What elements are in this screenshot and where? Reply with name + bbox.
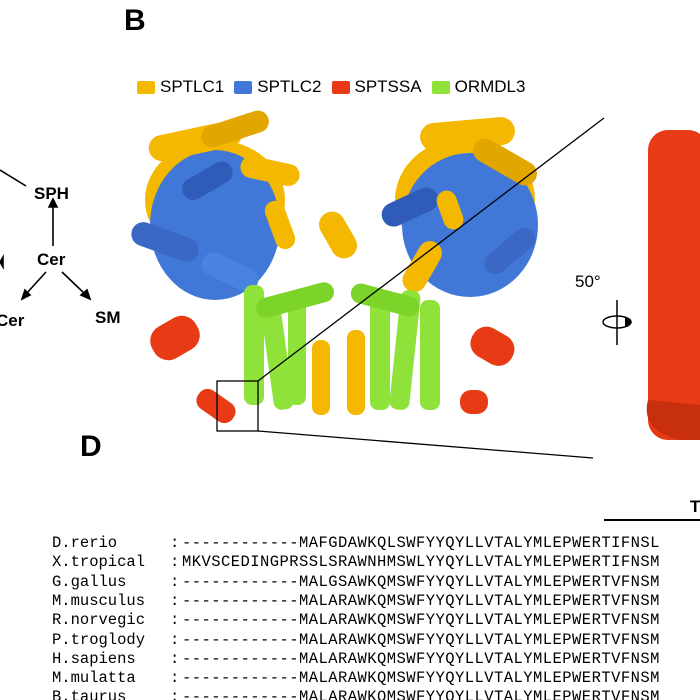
species-name: D.rerio bbox=[52, 534, 118, 552]
sptssa-zoom-helix bbox=[646, 400, 700, 440]
legend-swatch bbox=[137, 80, 155, 94]
species-name: M.musculus bbox=[52, 591, 146, 610]
ormdl3-helix bbox=[256, 282, 334, 318]
legend-item-sptlc2: SPTLC2 bbox=[234, 77, 322, 97]
species-name: H.sapiens bbox=[52, 649, 136, 668]
separator: : bbox=[170, 611, 180, 630]
panel-label-d: D bbox=[80, 430, 102, 463]
sequence-alignment: D.rerio:------------MAFGDAWKQLSWFYYQYLLV… bbox=[0, 525, 700, 700]
sequence: ------------MALARAWKQMSWFYYQYLLVTALYMLEP… bbox=[182, 630, 660, 649]
sequence: ------------MALARAWKQMSWFYYQYLLVTALYMLEP… bbox=[182, 688, 660, 700]
sequence: ------------MALARAWKQMSWFYYQYLLVTALYMLEP… bbox=[182, 669, 660, 688]
rotation-icon bbox=[602, 300, 632, 345]
ormdl3-helix bbox=[350, 283, 420, 317]
sptlc2-helix bbox=[131, 222, 199, 262]
species-name: X.tropical bbox=[52, 553, 146, 572]
pathway-label-sph: SPH bbox=[34, 184, 69, 203]
pathway-label-cer-partial: Cer bbox=[0, 311, 25, 330]
legend-label: SPTLC2 bbox=[257, 77, 322, 96]
separator: : bbox=[170, 553, 180, 572]
sptlc1-helix bbox=[201, 110, 269, 148]
sptlc1-linker bbox=[319, 211, 357, 259]
sptssa-helix bbox=[470, 326, 515, 366]
ormdl3-helix bbox=[420, 300, 440, 410]
sptlc1-tm-helix bbox=[312, 340, 330, 415]
separator: : bbox=[170, 630, 180, 649]
rotation-angle: 50° bbox=[575, 272, 601, 291]
legend-swatch bbox=[234, 80, 253, 94]
sequence: ------------MALARAWKQMSWFYYQYLLVTALYMLEP… bbox=[182, 649, 660, 668]
legend-label: ORMDL3 bbox=[454, 77, 526, 96]
tm-region-label: T bbox=[690, 497, 700, 516]
legend-label: SPTSSA bbox=[354, 77, 422, 96]
sptlc2-helix bbox=[201, 252, 259, 292]
sptlc1-helix bbox=[264, 200, 296, 250]
legend-swatch bbox=[331, 80, 350, 94]
arrowhead-sm bbox=[79, 288, 92, 301]
sptlc1-helix bbox=[402, 241, 442, 292]
sptssa-zoom-helix bbox=[648, 130, 700, 440]
legend: SPTLC1 SPTLC2 SPTSSA ORMDL3 bbox=[137, 77, 535, 97]
species-name: G.gallus bbox=[52, 572, 127, 591]
panel-label-b: B bbox=[124, 4, 146, 37]
species-name: R.norvegic bbox=[52, 611, 146, 630]
zoom-line-bottom bbox=[257, 430, 594, 459]
species-name: M.mulatta bbox=[52, 669, 136, 688]
zoom-line-top bbox=[257, 117, 605, 382]
zoom-box bbox=[216, 380, 259, 432]
sptlc1-tm-helices bbox=[312, 330, 365, 415]
sptssa-helix bbox=[196, 388, 236, 424]
separator: : bbox=[170, 591, 180, 610]
sequence: ------------MALGSAWKQMSWFYYQYLLVTALYMLEP… bbox=[182, 572, 660, 591]
sptlc1-tm-helix bbox=[347, 330, 365, 415]
separator: : bbox=[170, 572, 180, 591]
ormdl3-helices bbox=[244, 282, 440, 410]
arrowhead-cer bbox=[20, 288, 32, 301]
arrow-cer-to-sm bbox=[61, 271, 86, 295]
ormdl3-helix bbox=[370, 300, 390, 410]
pathway-line-top bbox=[0, 169, 27, 187]
legend-item-ormdl3: ORMDL3 bbox=[431, 77, 526, 97]
arrowhead-left-edge bbox=[0, 254, 4, 270]
sptssa-helix bbox=[150, 315, 200, 361]
sptlc1-helix bbox=[436, 190, 464, 230]
separator: : bbox=[170, 649, 180, 668]
sequence: ------------MAFGDAWKQLSWFYYQYLLVTALYMLEP… bbox=[182, 534, 660, 552]
arrow-cer-to-cer bbox=[25, 271, 47, 295]
species-name: B.taurus bbox=[52, 688, 127, 700]
sptlc2-helix bbox=[381, 187, 439, 227]
ormdl3-helix bbox=[288, 295, 306, 405]
sptlc1-helix bbox=[473, 138, 537, 186]
species-name: P.troglody bbox=[52, 630, 146, 649]
sequence: ------------MALARAWKQMSWFYYQYLLVTALYMLEP… bbox=[182, 611, 660, 630]
tm-region-bar bbox=[604, 519, 700, 521]
arrowhead-sph bbox=[47, 197, 59, 208]
separator: : bbox=[170, 688, 180, 700]
legend-item-sptlc1: SPTLC1 bbox=[137, 77, 224, 97]
pathway-label-cer: Cer bbox=[37, 250, 66, 269]
legend-label: SPTLC1 bbox=[160, 77, 225, 96]
sptlc2-helix bbox=[182, 161, 233, 200]
pathway-label-sm: SM bbox=[95, 308, 121, 327]
ormdl3-helix bbox=[389, 290, 421, 410]
sequence: MKVSCEDINGPRSSLSRAWNHMSWLYYQYLLVTALYMLEP… bbox=[182, 553, 660, 572]
zoom-indicator bbox=[216, 117, 605, 459]
sptlc1-helix bbox=[240, 156, 300, 186]
pathway-arrows bbox=[0, 169, 92, 301]
sptlc-complex bbox=[131, 110, 538, 300]
sptssa-helices bbox=[150, 130, 700, 440]
ormdl3-helix bbox=[260, 300, 294, 410]
ormdl3-helix bbox=[244, 285, 264, 405]
legend-item-sptssa: SPTSSA bbox=[331, 77, 422, 97]
sptssa-helix bbox=[460, 390, 488, 414]
legend-swatch bbox=[431, 80, 450, 94]
separator: : bbox=[170, 669, 180, 688]
sequence: ------------MALARAWKQMSWFYYQYLLVTALYMLEP… bbox=[182, 591, 660, 610]
separator: : bbox=[170, 534, 180, 552]
sptlc2-helix bbox=[484, 227, 536, 275]
